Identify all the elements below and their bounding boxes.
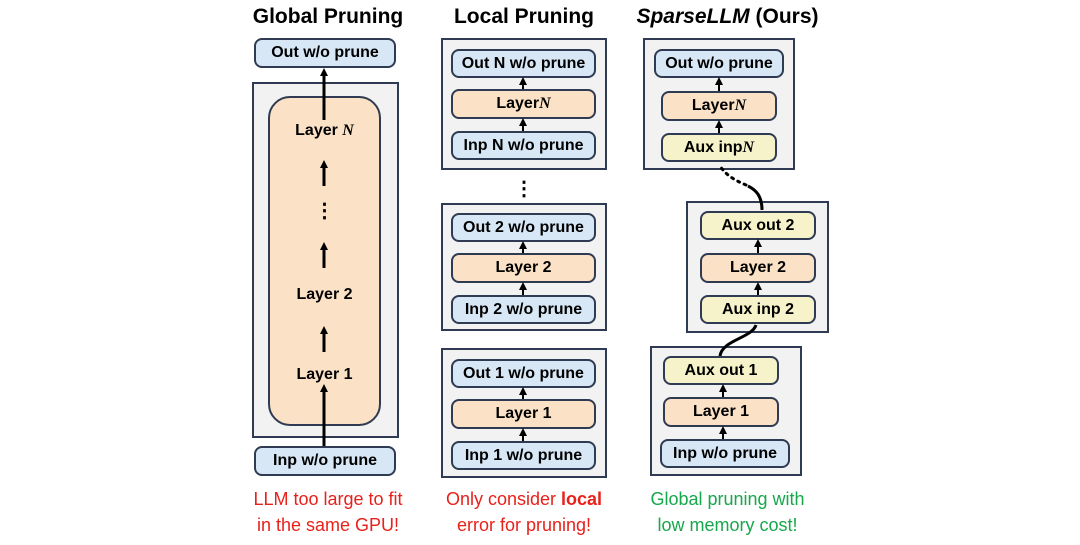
global-layer-n-symbol: N [342,122,354,139]
global-layer-1-label: Layer 1 [296,366,353,383]
title-global-pruning: Global Pruning [252,5,404,28]
local-inp-1-box: Inp 1 w/o prune [451,441,596,470]
local-ellipsis: ⋮ [514,178,534,200]
title-sparsellm: SparseLLM (Ours) [620,5,835,29]
local-caption-emphasis: local [561,489,603,509]
sparse-aux-inp-n-prefix: Aux inp [683,138,743,156]
sparse-layer-n-prefix: Layer [691,97,735,114]
title-local-pruning: Local Pruning [453,5,594,28]
sparse-inp-box: Inp w/o prune [660,439,790,468]
sparse-out-box: Out w/o prune [654,49,784,78]
local-caption: Only consider local error for pruning! [424,486,624,538]
sparse-aux-inp-n-box: Aux inp N [661,133,777,162]
sparse-connector-dots-to-n [718,164,748,187]
local-layer-n-symbol: N [539,95,551,112]
global-layer-n-prefix: Layer [295,122,343,139]
local-inp-2-box: Inp 2 w/o prune [451,295,596,324]
local-caption-line1: Only consider local [424,486,624,512]
sparse-aux-out-2-box: Aux out 2 [700,211,816,240]
sparse-caption: Global pruning with low memory cost! [620,486,835,538]
global-caption-line1: LLM too large to fit [253,489,403,509]
local-layer-1-box: Layer 1 [451,399,596,429]
global-layer-n-label: Layer N [268,122,381,140]
sparse-caption-line2: low memory cost! [657,515,798,535]
local-caption-line2: error for pruning! [456,515,592,535]
sparse-connector-1-to-2 [718,324,758,357]
global-out-box: Out w/o prune [254,38,396,68]
global-ellipsis: ⋮ [314,200,335,222]
title-sparsellm-suffix: (Ours) [749,5,819,28]
sparse-layer-n-symbol: N [734,97,747,114]
title-sparsellm-name: SparseLLM [636,5,750,28]
local-out-1-box: Out 1 w/o prune [451,359,596,388]
local-layer-n-prefix: Layer [496,95,540,112]
sparse-connector-2-to-dots [747,184,764,211]
local-layer-2-box: Layer 2 [451,253,596,283]
local-caption-prefix: Only consider [445,489,562,509]
local-inp-n-box: Inp N w/o prune [451,131,596,160]
global-caption-line2: in the same GPU! [256,515,400,535]
sparse-aux-inp-2-box: Aux inp 2 [700,295,816,324]
sparse-caption-line1: Global pruning with [650,489,805,509]
sparse-layer-1-box: Layer 1 [663,397,779,427]
global-caption: LLM too large to fit in the same GPU! [228,486,428,538]
sparse-aux-inp-n-symbol: N [742,138,755,156]
global-layer-2-label: Layer 2 [296,286,353,303]
global-inp-box: Inp w/o prune [254,446,396,476]
